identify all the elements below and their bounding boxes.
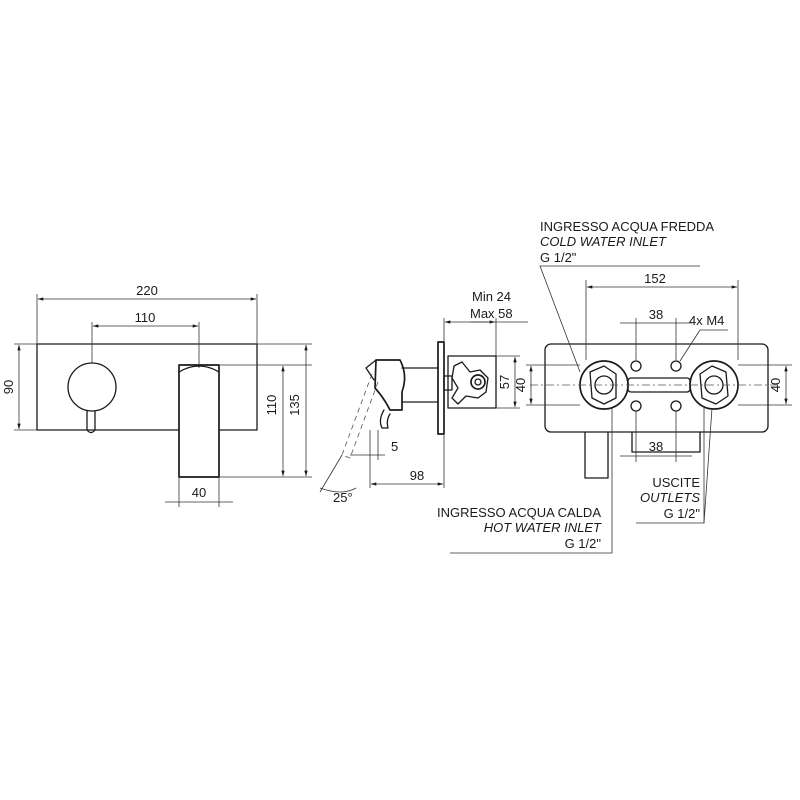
dim-110-vertical: 110 bbox=[264, 395, 279, 416]
dim-angle-25: 25° bbox=[333, 490, 353, 505]
label-hot-inlet-thread: G 1/2" bbox=[565, 536, 602, 551]
label-hot-inlet-it: INGRESSO ACQUA CALDA bbox=[437, 505, 601, 520]
valve-body-outline bbox=[544, 343, 769, 433]
label-hot-inlet-en: HOT WATER INLET bbox=[484, 520, 602, 535]
label-outlets-it: USCITE bbox=[652, 475, 700, 490]
mixer-knob bbox=[67, 362, 117, 412]
dim-40-body-right: 40 bbox=[768, 378, 783, 392]
dim-90: 90 bbox=[1, 380, 16, 394]
dim-152: 152 bbox=[644, 271, 666, 286]
label-4x-m4: 4x M4 bbox=[689, 313, 724, 328]
label-cold-inlet-en: COLD WATER INLET bbox=[540, 234, 667, 249]
angle-arc bbox=[319, 487, 357, 493]
label-cold-inlet-thread: G 1/2" bbox=[540, 250, 577, 265]
label-cold-inlet-it: INGRESSO ACQUA FREDDA bbox=[540, 219, 714, 234]
leader-hot-inlet bbox=[450, 408, 613, 554]
screw-hole-bl bbox=[630, 400, 642, 412]
side-lever-dashed bbox=[341, 373, 379, 459]
dim-135: 135 bbox=[287, 394, 302, 416]
spout-body bbox=[178, 364, 220, 478]
valve-body-lower bbox=[584, 431, 609, 479]
dim-40-front: 40 bbox=[192, 485, 206, 500]
valve-left bbox=[579, 360, 629, 410]
screw-hole-tr bbox=[670, 360, 682, 372]
screw-hole-tl bbox=[630, 360, 642, 372]
body-view: 152 38 4x M4 38 40 40 INGRESSO ACQUA FRE… bbox=[437, 219, 792, 554]
side-valve-port bbox=[470, 374, 486, 390]
screw-hole-br bbox=[670, 400, 682, 412]
side-handle bbox=[374, 359, 406, 411]
front-view: 220 110 90 110 135 40 bbox=[1, 283, 312, 507]
side-valve-box bbox=[447, 355, 497, 409]
knob-lever bbox=[86, 410, 96, 434]
side-view: Min 24 Max 58 57 5 98 25° bbox=[319, 289, 528, 505]
side-valve-core bbox=[451, 361, 489, 405]
dim-min-24: Min 24 bbox=[472, 289, 511, 304]
dim-max-58: Max 58 bbox=[470, 306, 513, 321]
dim-38-bottom: 38 bbox=[649, 439, 663, 454]
dim-110-horizontal: 110 bbox=[135, 310, 156, 325]
dim-40-body-left: 40 bbox=[513, 378, 528, 392]
leader-cold-inlet bbox=[539, 265, 700, 373]
dim-98: 98 bbox=[410, 468, 424, 483]
side-plate bbox=[437, 341, 445, 435]
dim-220: 220 bbox=[136, 283, 158, 298]
dim-5: 5 bbox=[391, 439, 398, 454]
label-outlets-thread: G 1/2" bbox=[664, 506, 701, 521]
label-outlets-en: OUTLETS bbox=[640, 490, 700, 505]
cover-plate bbox=[36, 343, 258, 431]
dim-57: 57 bbox=[497, 375, 512, 389]
dim-38-top: 38 bbox=[649, 307, 663, 322]
